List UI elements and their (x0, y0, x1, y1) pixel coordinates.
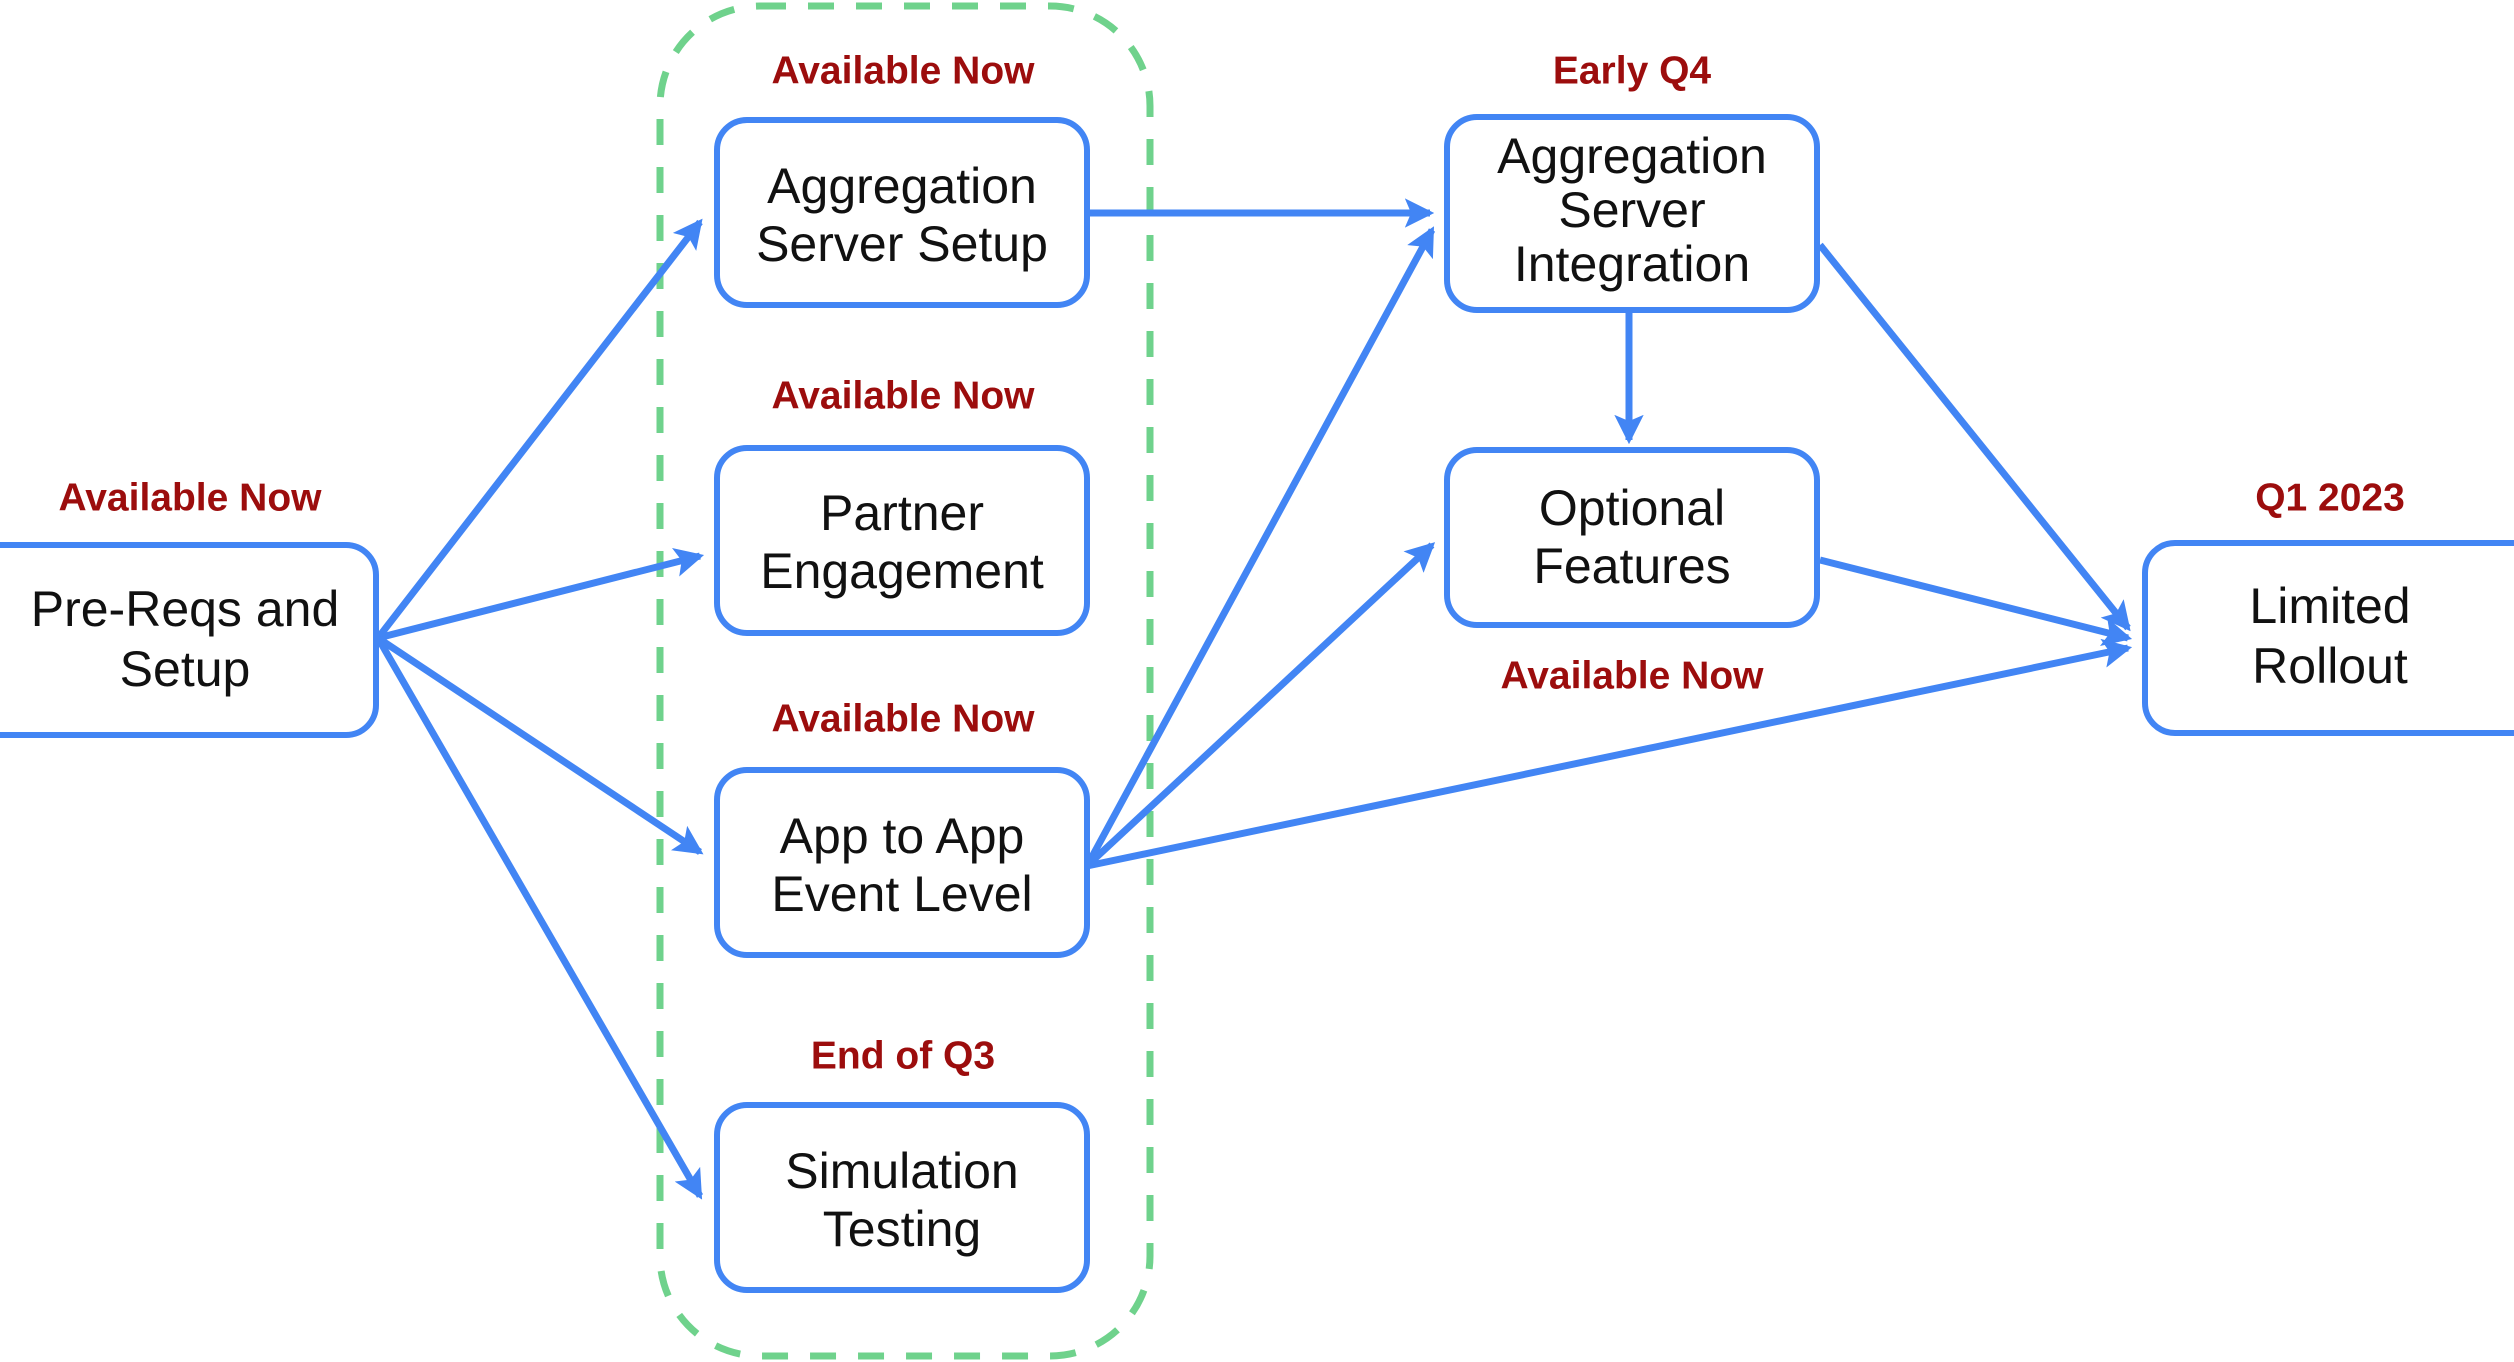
phase-label-simulation: End of Q3 (811, 1034, 995, 1077)
node-partner-engagement[interactable]: Available Now Partner Engagement (714, 374, 1090, 636)
node-box-partner[interactable] (714, 445, 1090, 636)
edge-prereqs-to-agg-setup (375, 218, 703, 641)
node-label-agg-setup-line1: Aggregation (767, 158, 1037, 214)
edge-prereqs-to-simulation (374, 636, 704, 1200)
node-aggregation-server-integration[interactable]: Early Q4 Aggregation Server Integration (1444, 49, 1820, 313)
edge-app-to-app-to-optional-features (1084, 542, 1436, 869)
node-label-app-to-app-line1: App to App (780, 808, 1025, 864)
phase-label-limited-rollout: Q1 2023 (2255, 476, 2405, 519)
edge-agg-integration-to-limited-rollout (1817, 242, 2131, 632)
node-box-app-to-app[interactable] (714, 767, 1090, 958)
node-label-agg-integration-line2: Server (1558, 182, 1705, 238)
phase-label-app-to-app: Available Now (772, 697, 1036, 740)
node-label-partner-line2: Engagement (760, 543, 1044, 599)
edge-app-to-app-to-agg-integration (1083, 226, 1436, 868)
node-box-pre-reqs[interactable] (0, 542, 379, 738)
node-simulation-testing[interactable]: End of Q3 Simulation Testing (714, 1034, 1090, 1293)
phase-label-agg-integration: Early Q4 (1553, 49, 1712, 92)
node-aggregation-server-setup[interactable]: Available Now Aggregation Server Setup (714, 49, 1090, 308)
node-pre-reqs-and-setup[interactable]: Available Now Pre-Reqs and Setup (0, 476, 379, 738)
edge-prereqs-to-app-to-app (376, 635, 704, 855)
node-label-optional-line2: Features (1533, 538, 1730, 594)
node-label-rollout-line1: Limited (2249, 578, 2410, 634)
node-box-agg-setup[interactable] (714, 117, 1090, 308)
node-label-optional-line1: Optional (1539, 480, 1725, 536)
phase-label-optional-features: Available Now (1501, 654, 1765, 697)
node-label-simulation-line1: Simulation (785, 1143, 1018, 1199)
edge-layer (374, 198, 2133, 1200)
node-box-optional-features[interactable] (1444, 447, 1820, 628)
node-label-agg-integration-line1: Aggregation (1497, 128, 1767, 184)
node-label-agg-integration-line3: Integration (1514, 236, 1750, 292)
node-label-agg-setup-line2: Server Setup (756, 216, 1048, 272)
edge-app-to-app-to-limited-rollout (1086, 638, 2133, 870)
node-optional-features[interactable]: Optional Features Available Now (1444, 447, 1820, 697)
phase-label-pre-reqs: Available Now (59, 476, 323, 519)
node-label-rollout-line2: Rollout (2252, 638, 2408, 694)
node-label-partner-line1: Partner (820, 485, 984, 541)
node-box-limited-rollout[interactable] (2142, 540, 2514, 736)
edge-prereqs-to-partner (377, 547, 705, 642)
node-label-pre-reqs-line2: Setup (120, 641, 251, 697)
node-box-simulation[interactable] (714, 1102, 1090, 1293)
phase-label-partner: Available Now (772, 374, 1036, 417)
phase-label-agg-setup: Available Now (772, 49, 1036, 92)
node-box-agg-integration[interactable] (1444, 114, 1820, 313)
node-label-simulation-line2: Testing (823, 1201, 981, 1257)
available-now-group-outline (656, 2, 1154, 1360)
node-label-pre-reqs-line1: Pre-Reqs and (31, 581, 340, 637)
edge-optional-features-to-limited-rollout (1819, 556, 2133, 647)
node-app-to-app-event-level[interactable]: Available Now App to App Event Level (714, 697, 1090, 958)
node-label-app-to-app-line2: Event Level (771, 866, 1032, 922)
node-limited-rollout[interactable]: Q1 2023 Limited Rollout (2142, 476, 2514, 736)
